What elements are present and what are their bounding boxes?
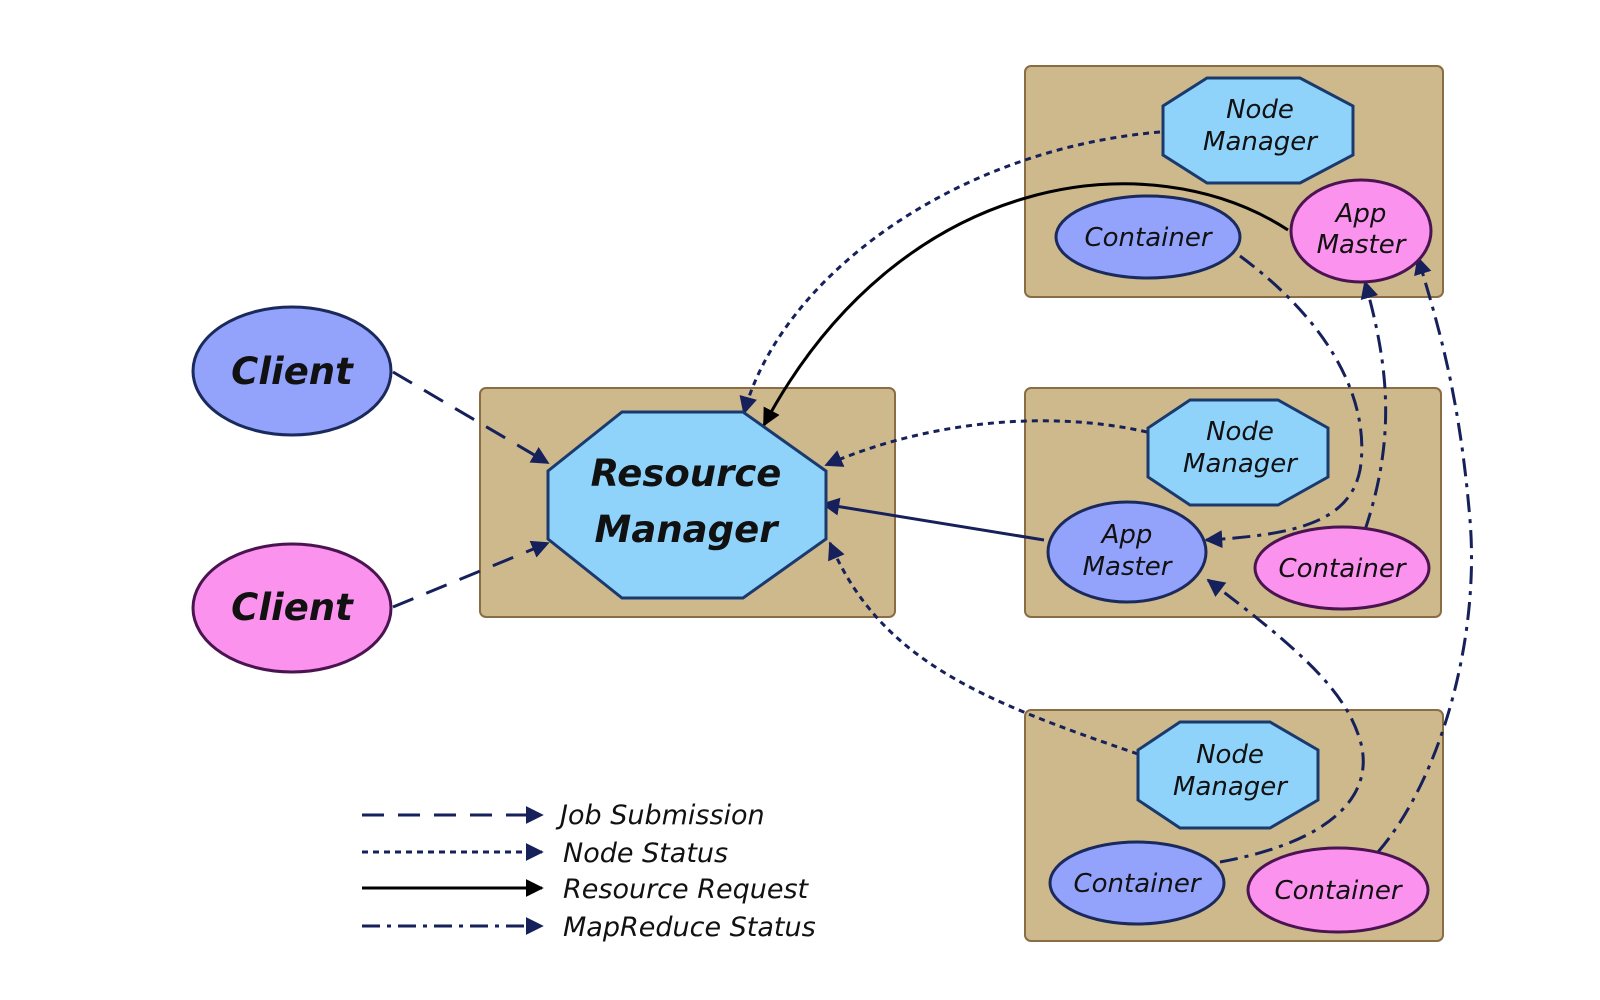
node-manager-2-label-line-1: Node <box>1206 417 1274 447</box>
client-node-1 <box>191 305 393 437</box>
resource-manager-label-line-1: Resource <box>591 452 782 495</box>
legend-label-node-status: Node Status <box>563 838 728 869</box>
node-manager-3-label-line-2: Manager <box>1173 772 1289 802</box>
mapreduce-status-arrow-container-2 <box>1360 280 1388 531</box>
container-3-label: Container <box>1073 869 1202 899</box>
node-manager-node-1 <box>1161 76 1355 185</box>
container-node-3 <box>1048 840 1226 926</box>
resource-request-arrow-app-master-1 <box>762 182 1289 427</box>
container-node-1 <box>1054 194 1242 280</box>
legend: Job Submission Node Status Resource Requ… <box>362 800 816 943</box>
legend-label-mapreduce-status: MapReduce Status <box>563 912 816 943</box>
container-node-4 <box>1246 846 1430 934</box>
node-status-arrow-node-3 <box>828 541 1139 756</box>
job-submission-arrow-client-1 <box>392 370 550 465</box>
node-manager-2-label-line-2: Manager <box>1183 449 1299 479</box>
resource-manager-label-line-2: Manager <box>595 508 781 551</box>
legend-label-job-submission: Job Submission <box>555 800 765 831</box>
mapreduce-status-arrow-container-1 <box>1204 254 1364 549</box>
client-1-label: Client <box>231 350 354 393</box>
resource-request-arrow-app-master-2 <box>821 497 1045 542</box>
client-node-2 <box>191 542 393 674</box>
mapreduce-status-arrow-container-3 <box>1206 578 1365 864</box>
container-node-2 <box>1253 525 1431 611</box>
app-master-1-label-line-1: App <box>1334 199 1387 229</box>
client-2-label: Client <box>231 586 354 629</box>
legend-label-resource-request: Resource Request <box>563 874 810 905</box>
app-master-node-1 <box>1289 178 1433 284</box>
container-2-label: Container <box>1278 554 1407 584</box>
node-manager-1-label-line-2: Manager <box>1203 127 1319 157</box>
app-master-1-label-line-2: Master <box>1317 230 1408 260</box>
node-manager-3-label-line-1: Node <box>1196 740 1264 770</box>
app-master-2-label-line-2: Master <box>1083 552 1174 582</box>
resource-manager-node <box>546 410 828 600</box>
node-status-arrow-node-2 <box>824 419 1148 467</box>
node-manager-node-3 <box>1136 720 1320 830</box>
node-manager-node-2 <box>1146 398 1330 507</box>
container-1-label: Container <box>1084 223 1213 253</box>
container-4-label: Container <box>1274 876 1403 906</box>
node-manager-1-label-line-1: Node <box>1226 95 1294 125</box>
mapreduce-status-arrow-container-4 <box>1376 256 1474 853</box>
app-master-node-2 <box>1046 500 1208 604</box>
job-submission-arrow-client-2 <box>392 540 550 609</box>
app-master-2-label-line-1: App <box>1100 520 1153 550</box>
